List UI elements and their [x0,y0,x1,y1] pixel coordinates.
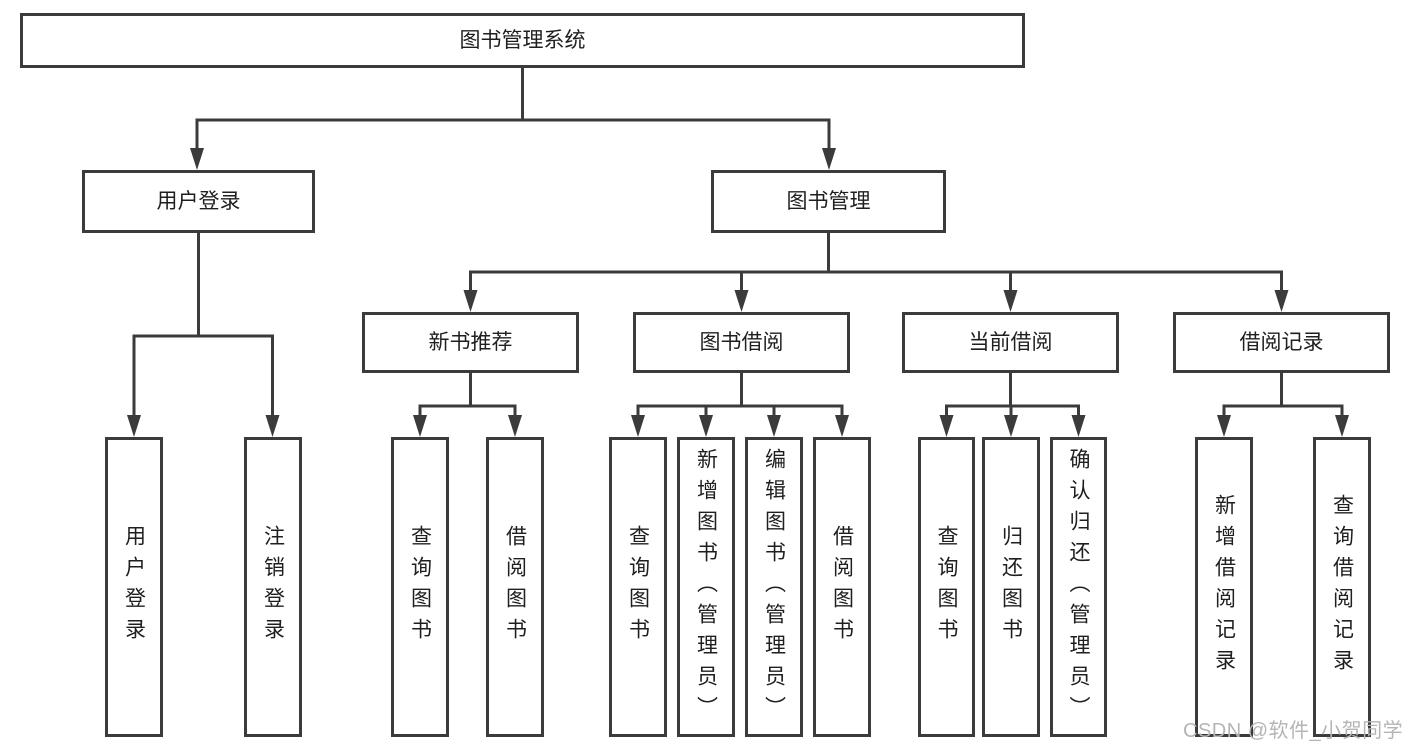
node-borrow-records: 借阅记录 [1173,312,1390,373]
leaf-borrow-books: 借阅图书 [813,437,871,737]
watermark: CSDN @软件_小贺同学 [1183,720,1404,742]
leaf-borrow-query-books: 查询图书 [609,437,667,737]
node-current-borrow: 当前借阅 [902,312,1119,373]
leaf-current-query-books: 查询图书 [918,437,975,737]
node-book-management: 图书管理 [711,170,946,233]
leaf-logout: 注销登录 [244,437,302,737]
leaf-edit-books-admin: 编辑图书（管理员） [745,437,803,737]
leaf-return-books: 归还图书 [982,437,1040,737]
leaf-confirm-return-admin: 确认归还（管理员） [1050,437,1107,737]
leaf-add-borrow-record: 新增借阅记录 [1195,437,1253,737]
node-book-borrow: 图书借阅 [633,312,850,373]
leaf-user-login: 用户登录 [105,437,163,737]
leaf-recommend-borrow-books: 借阅图书 [486,437,544,737]
node-user-login: 用户登录 [82,170,315,233]
node-new-book-recommend: 新书推荐 [362,312,579,373]
node-root: 图书管理系统 [20,13,1025,68]
leaf-query-borrow-record: 查询借阅记录 [1313,437,1371,737]
leaf-recommend-query-books: 查询图书 [391,437,449,737]
leaf-add-books-admin: 新增图书（管理员） [677,437,735,737]
